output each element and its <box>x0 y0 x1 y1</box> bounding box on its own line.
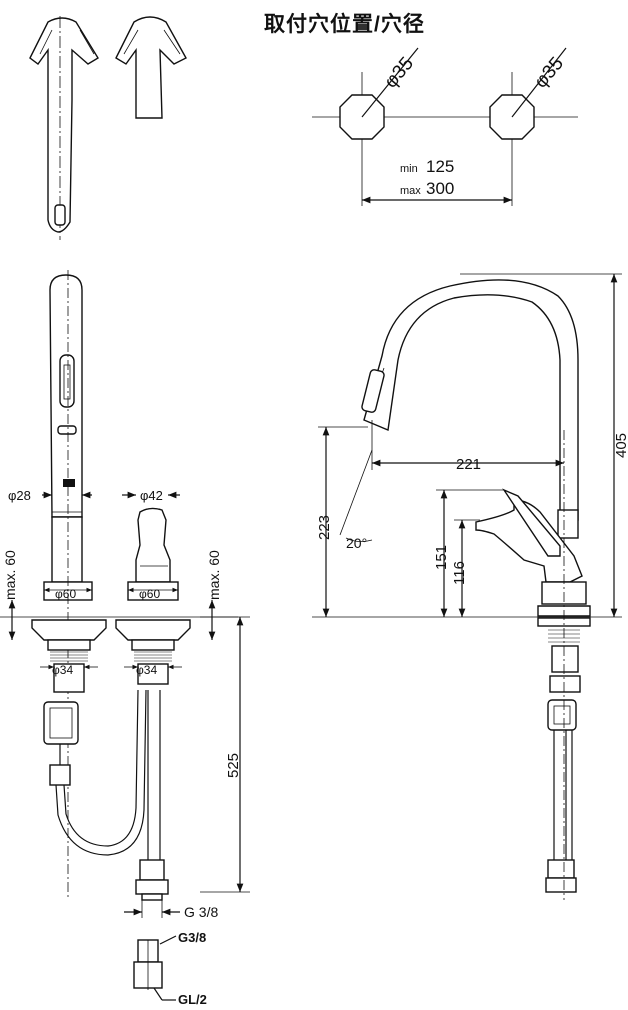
top-view-lever <box>115 16 187 119</box>
shank-right-diameter-label: φ34 <box>136 663 157 677</box>
max-right-label: max. 60 <box>206 550 222 600</box>
angle-label: 20° <box>346 535 367 551</box>
shank-left-diameter-label: φ34 <box>52 663 73 677</box>
lever-height-label: 151 <box>433 545 450 570</box>
spout-diameter-label: φ28 <box>8 488 31 503</box>
adapter-fitting <box>133 935 177 1001</box>
front-view-spout <box>43 270 93 900</box>
top-view-spout <box>29 16 99 240</box>
front-view-deck <box>0 616 238 693</box>
front-view-hoses <box>43 689 169 901</box>
height-total-label: 405 <box>613 433 628 458</box>
max-left-label: max. 60 <box>2 550 18 600</box>
hose-length-label: 525 <box>225 753 242 778</box>
mounting-holes <box>312 47 578 206</box>
side-view-faucet <box>361 279 591 900</box>
spout-height-label: 223 <box>316 515 333 540</box>
thread-label: G 3/8 <box>184 904 218 920</box>
page-title: 取付穴位置/穴径 <box>264 13 425 36</box>
spacing-min-value: 125 <box>426 157 454 176</box>
adapter-bottom-label: GL/2 <box>178 992 207 1007</box>
spacing-max-value: 300 <box>426 179 454 198</box>
adapter-top-label: G3/8 <box>178 930 206 945</box>
front-view-dimensions <box>8 491 250 918</box>
spacing-min-prefix: min <box>400 163 418 175</box>
reach-label: 221 <box>456 456 481 473</box>
lever-low-label: 116 <box>451 561 468 585</box>
spacing-max-prefix: max <box>400 185 421 197</box>
base-left-diameter-label: φ60 <box>55 587 76 601</box>
side-view-dimensions <box>312 273 622 618</box>
base-right-diameter-label: φ60 <box>139 587 160 601</box>
lever-diameter-label: φ42 <box>140 488 163 503</box>
